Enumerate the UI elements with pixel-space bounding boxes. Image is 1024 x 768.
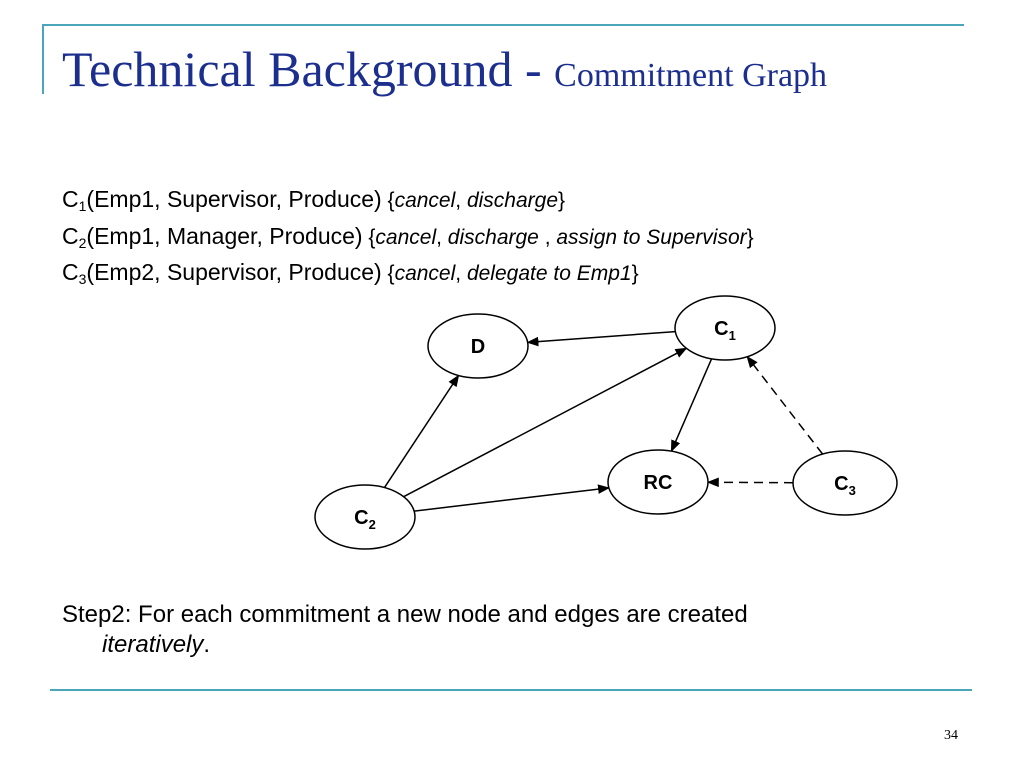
graph-edges — [383, 330, 824, 512]
commitment-symbol: C — [62, 259, 79, 285]
close-brace: } — [558, 189, 566, 212]
separator: , — [436, 226, 448, 249]
node-ellipse — [427, 313, 529, 379]
node-ellipse — [314, 484, 416, 550]
node-ellipse — [674, 295, 776, 361]
commitment-symbol: C — [62, 223, 79, 249]
edge-c2-to-c1 — [403, 347, 688, 498]
open-brace: { — [362, 226, 376, 249]
commitment-args: (Emp2, Supervisor, Produce) — [86, 259, 382, 285]
step-italic: iteratively — [102, 631, 204, 658]
edge-c2-to-d — [383, 374, 460, 488]
node-label: D — [471, 336, 485, 358]
separator: , — [455, 262, 467, 285]
node-label-subscript: 2 — [369, 517, 376, 532]
open-brace: { — [381, 189, 395, 212]
separator: , — [455, 189, 467, 212]
open-brace: { — [381, 262, 395, 285]
commitment-subscript: 3 — [78, 271, 87, 287]
commitment-line-3: C3(Emp2, Supervisor, Produce) {cancel, d… — [62, 259, 639, 286]
title-rule-top — [42, 24, 964, 26]
commitment-subscript: 2 — [78, 235, 87, 251]
node-label-subscript: 1 — [729, 328, 736, 343]
commitment-operations: {cancel, discharge} — [382, 189, 565, 212]
node-ellipse — [792, 450, 898, 516]
close-brace: } — [631, 262, 639, 285]
node-ellipse — [607, 449, 709, 515]
title-main: Technical Background - — [62, 41, 555, 97]
commitment-operations: {cancel, discharge , assign to Superviso… — [362, 226, 754, 249]
separator: , — [538, 226, 557, 249]
close-brace: } — [746, 226, 754, 249]
step-main: Step2: For each commitment a new node an… — [62, 601, 748, 628]
commitment-symbol: C — [62, 186, 79, 212]
node-label: RC — [644, 472, 673, 494]
title-subtitle: Commitment Graph — [554, 57, 828, 94]
commitment-args: (Emp1, Supervisor, Produce) — [86, 186, 382, 212]
operation: delegate to Emp1 — [466, 262, 632, 285]
edge-c1-to-d — [526, 330, 676, 347]
step-text: Step2: For each commitment a new node an… — [62, 600, 748, 660]
commitment-operations: {cancel, delegate to Emp1} — [382, 262, 639, 285]
operation: cancel — [375, 226, 437, 249]
commitment-args: (Emp1, Manager, Produce) — [86, 223, 363, 249]
operation: discharge — [447, 226, 539, 249]
operation: assign to Supervisor — [556, 226, 747, 249]
slide-title: Technical Background - Commitment Graph — [62, 40, 827, 98]
node-d: D — [427, 313, 529, 379]
operation: cancel — [394, 262, 456, 285]
node-c3: C3 — [792, 450, 898, 516]
edge-c1-to-rc — [670, 358, 713, 453]
node-rc: RC — [607, 449, 709, 515]
footer-rule — [50, 689, 972, 691]
node-c1: C1 — [674, 295, 776, 361]
commitment-line-2: C2(Emp1, Manager, Produce) {cancel, disc… — [62, 223, 754, 250]
step-end: . — [203, 631, 211, 658]
title-rule-left — [42, 26, 44, 94]
page-number: 34 — [944, 728, 958, 743]
edge-c2-to-rc — [414, 484, 611, 512]
node-c2: C2 — [314, 484, 416, 550]
commitment-line-1: C1(Emp1, Supervisor, Produce) {cancel, d… — [62, 186, 565, 213]
edge-c3-to-c1 — [746, 355, 824, 455]
operation: discharge — [466, 189, 559, 212]
commitment-subscript: 1 — [78, 198, 87, 214]
node-label-subscript: 3 — [849, 483, 856, 498]
operation: cancel — [394, 189, 456, 212]
